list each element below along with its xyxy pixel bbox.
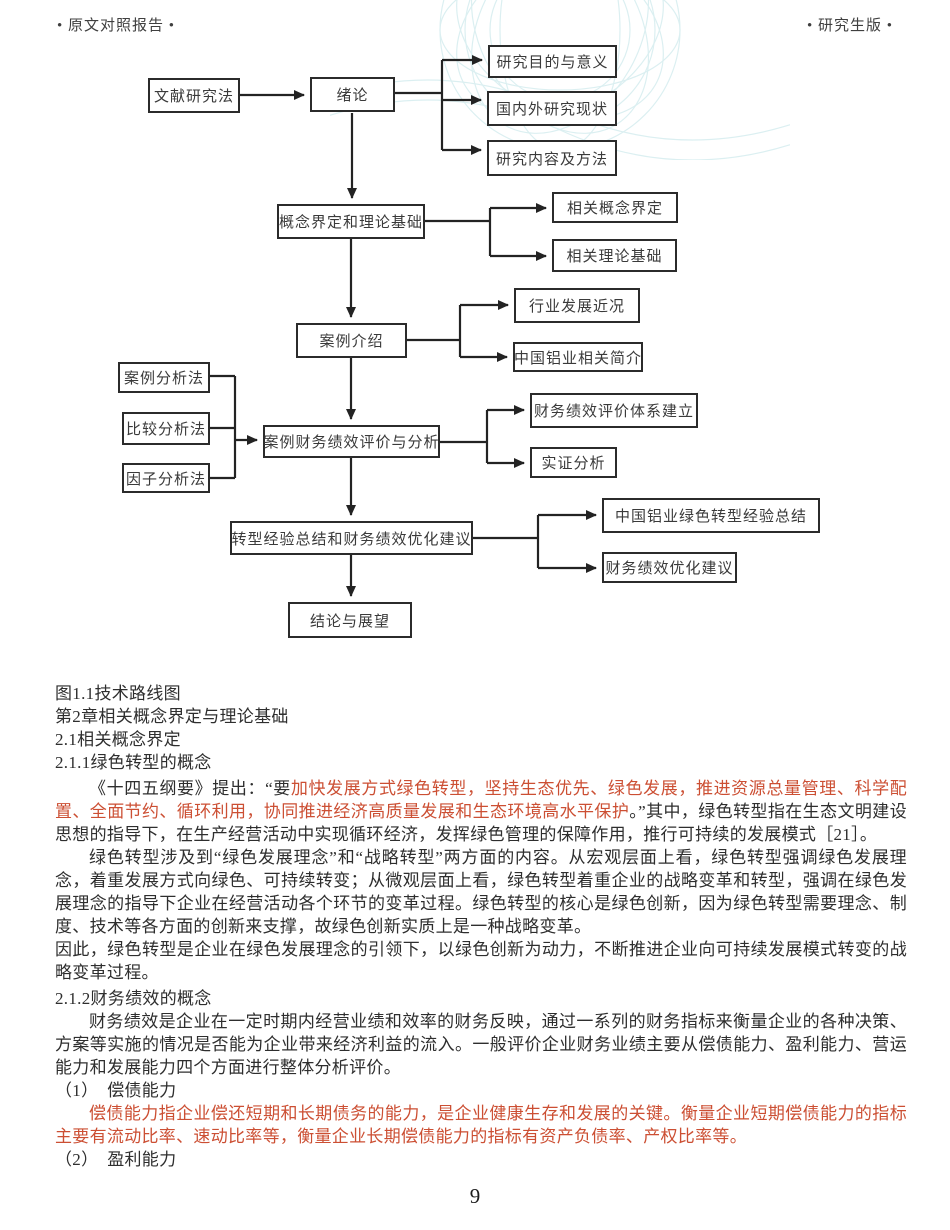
list-item-solvency: （1） 偿债能力 xyxy=(55,1081,177,1100)
plan-quote-red-text: 加快发展方式绿色转型，坚持生态优先、绿色发展，推进资源总量管理、科学配置、全面节… xyxy=(55,779,907,821)
document-body: 图1.1技术路线图 第2章相关概念界定与理论基础 2.1相关概念界定 2.1.1… xyxy=(55,682,907,1171)
flowchart-box-financial-performance-evaluation-system: 财务绩效评价体系建立 xyxy=(530,393,698,428)
flowchart-box-conclusion-outlook: 结论与展望 xyxy=(288,602,412,638)
paragraph-14th-five-year-plan: 《十四五纲要》提出：“要加快发展方式绿色转型，坚持生态优先、绿色发展，推进资源总… xyxy=(55,777,907,846)
plan-quote-tail: 。”其中，绿色转型指在生态文明建设思想的指导下，在生产经营活动中实现循环经济，发… xyxy=(55,802,907,844)
header-left-label: • 原文对照报告 • xyxy=(57,18,176,34)
page-number: 9 xyxy=(469,1184,481,1208)
flowchart-box-empirical-analysis: 实证分析 xyxy=(530,447,617,478)
flowchart-box-research-purpose-significance: 研究目的与意义 xyxy=(488,45,617,78)
flowchart-box-research-content-methods: 研究内容及方法 xyxy=(487,140,617,176)
flowchart-box-related-concept-definition: 相关概念界定 xyxy=(552,192,678,223)
flowchart-box-industry-development-status: 行业发展近况 xyxy=(514,288,640,323)
flowchart-box-domestic-foreign-research-status: 国内外研究现状 xyxy=(487,91,617,126)
flowchart-box-case-financial-performance-evaluation: 案例财务绩效评价与分析 xyxy=(263,425,440,458)
paragraph-green-transformation-aspects: 绿色转型涉及到“绿色发展理念”和“战略转型”两方面的内容。从宏观层面上看，绿色转… xyxy=(55,848,907,936)
paragraph-financial-performance-definition: 财务绩效是企业在一定时期内经营业绩和效率的财务反映，通过一系列的财务指标来衡量企… xyxy=(55,1012,907,1077)
flowchart-box-chinalco-green-transformation-experience: 中国铝业绿色转型经验总结 xyxy=(602,498,820,533)
flowchart-box-concept-definition-theoretical-basis: 概念界定和理论基础 xyxy=(277,204,425,239)
flowchart-box-related-theoretical-basis: 相关理论基础 xyxy=(552,239,677,272)
flowchart-box-chinalco-related-profile: 中国铝业相关简介 xyxy=(513,342,643,372)
flowchart-box-case-analysis-method: 案例分析法 xyxy=(118,362,210,393)
flowchart-box-literature-research-method: 文献研究法 xyxy=(148,78,240,113)
flowchart-box-introduction: 绪论 xyxy=(310,77,395,112)
flowchart-box-factor-analysis-method: 因子分析法 xyxy=(122,463,210,493)
flowchart-box-comparative-analysis-method: 比较分析法 xyxy=(122,412,210,445)
header-right-label: • 研究生版 • xyxy=(806,18,893,34)
subsection-heading-financial-performance: 2.1.2财务绩效的概念 xyxy=(55,989,212,1008)
paragraph-green-transformation-conclusion: 因此，绿色转型是企业在绿色发展理念的引领下，以绿色创新为动力，不断推进企业向可持… xyxy=(55,940,907,982)
section-heading: 2.1相关概念界定 xyxy=(55,730,181,749)
list-item-profitability: （2） 盈利能力 xyxy=(55,1150,177,1169)
flowchart-connectors xyxy=(210,55,597,597)
figure-caption: 图1.1技术路线图 xyxy=(55,684,181,703)
chapter-heading: 第2章相关概念界定与理论基础 xyxy=(55,707,289,726)
flowchart-box-financial-performance-optimization: 财务绩效优化建议 xyxy=(602,552,737,583)
paragraph-solvency-red-text: 偿债能力指企业偿还短期和长期债务的能力，是企业健康生存和发展的关键。衡量企业短期… xyxy=(55,1104,907,1146)
watermark-pattern xyxy=(330,0,790,160)
subsection-heading-green-transformation: 2.1.1绿色转型的概念 xyxy=(55,753,212,772)
plan-quote-lead: 《十四五纲要》提出：“要 xyxy=(89,779,291,798)
flowchart-box-transformation-experience-suggestions: 转型经验总结和财务绩效优化建议 xyxy=(230,521,473,555)
flowchart-box-case-introduction: 案例介绍 xyxy=(296,323,407,358)
